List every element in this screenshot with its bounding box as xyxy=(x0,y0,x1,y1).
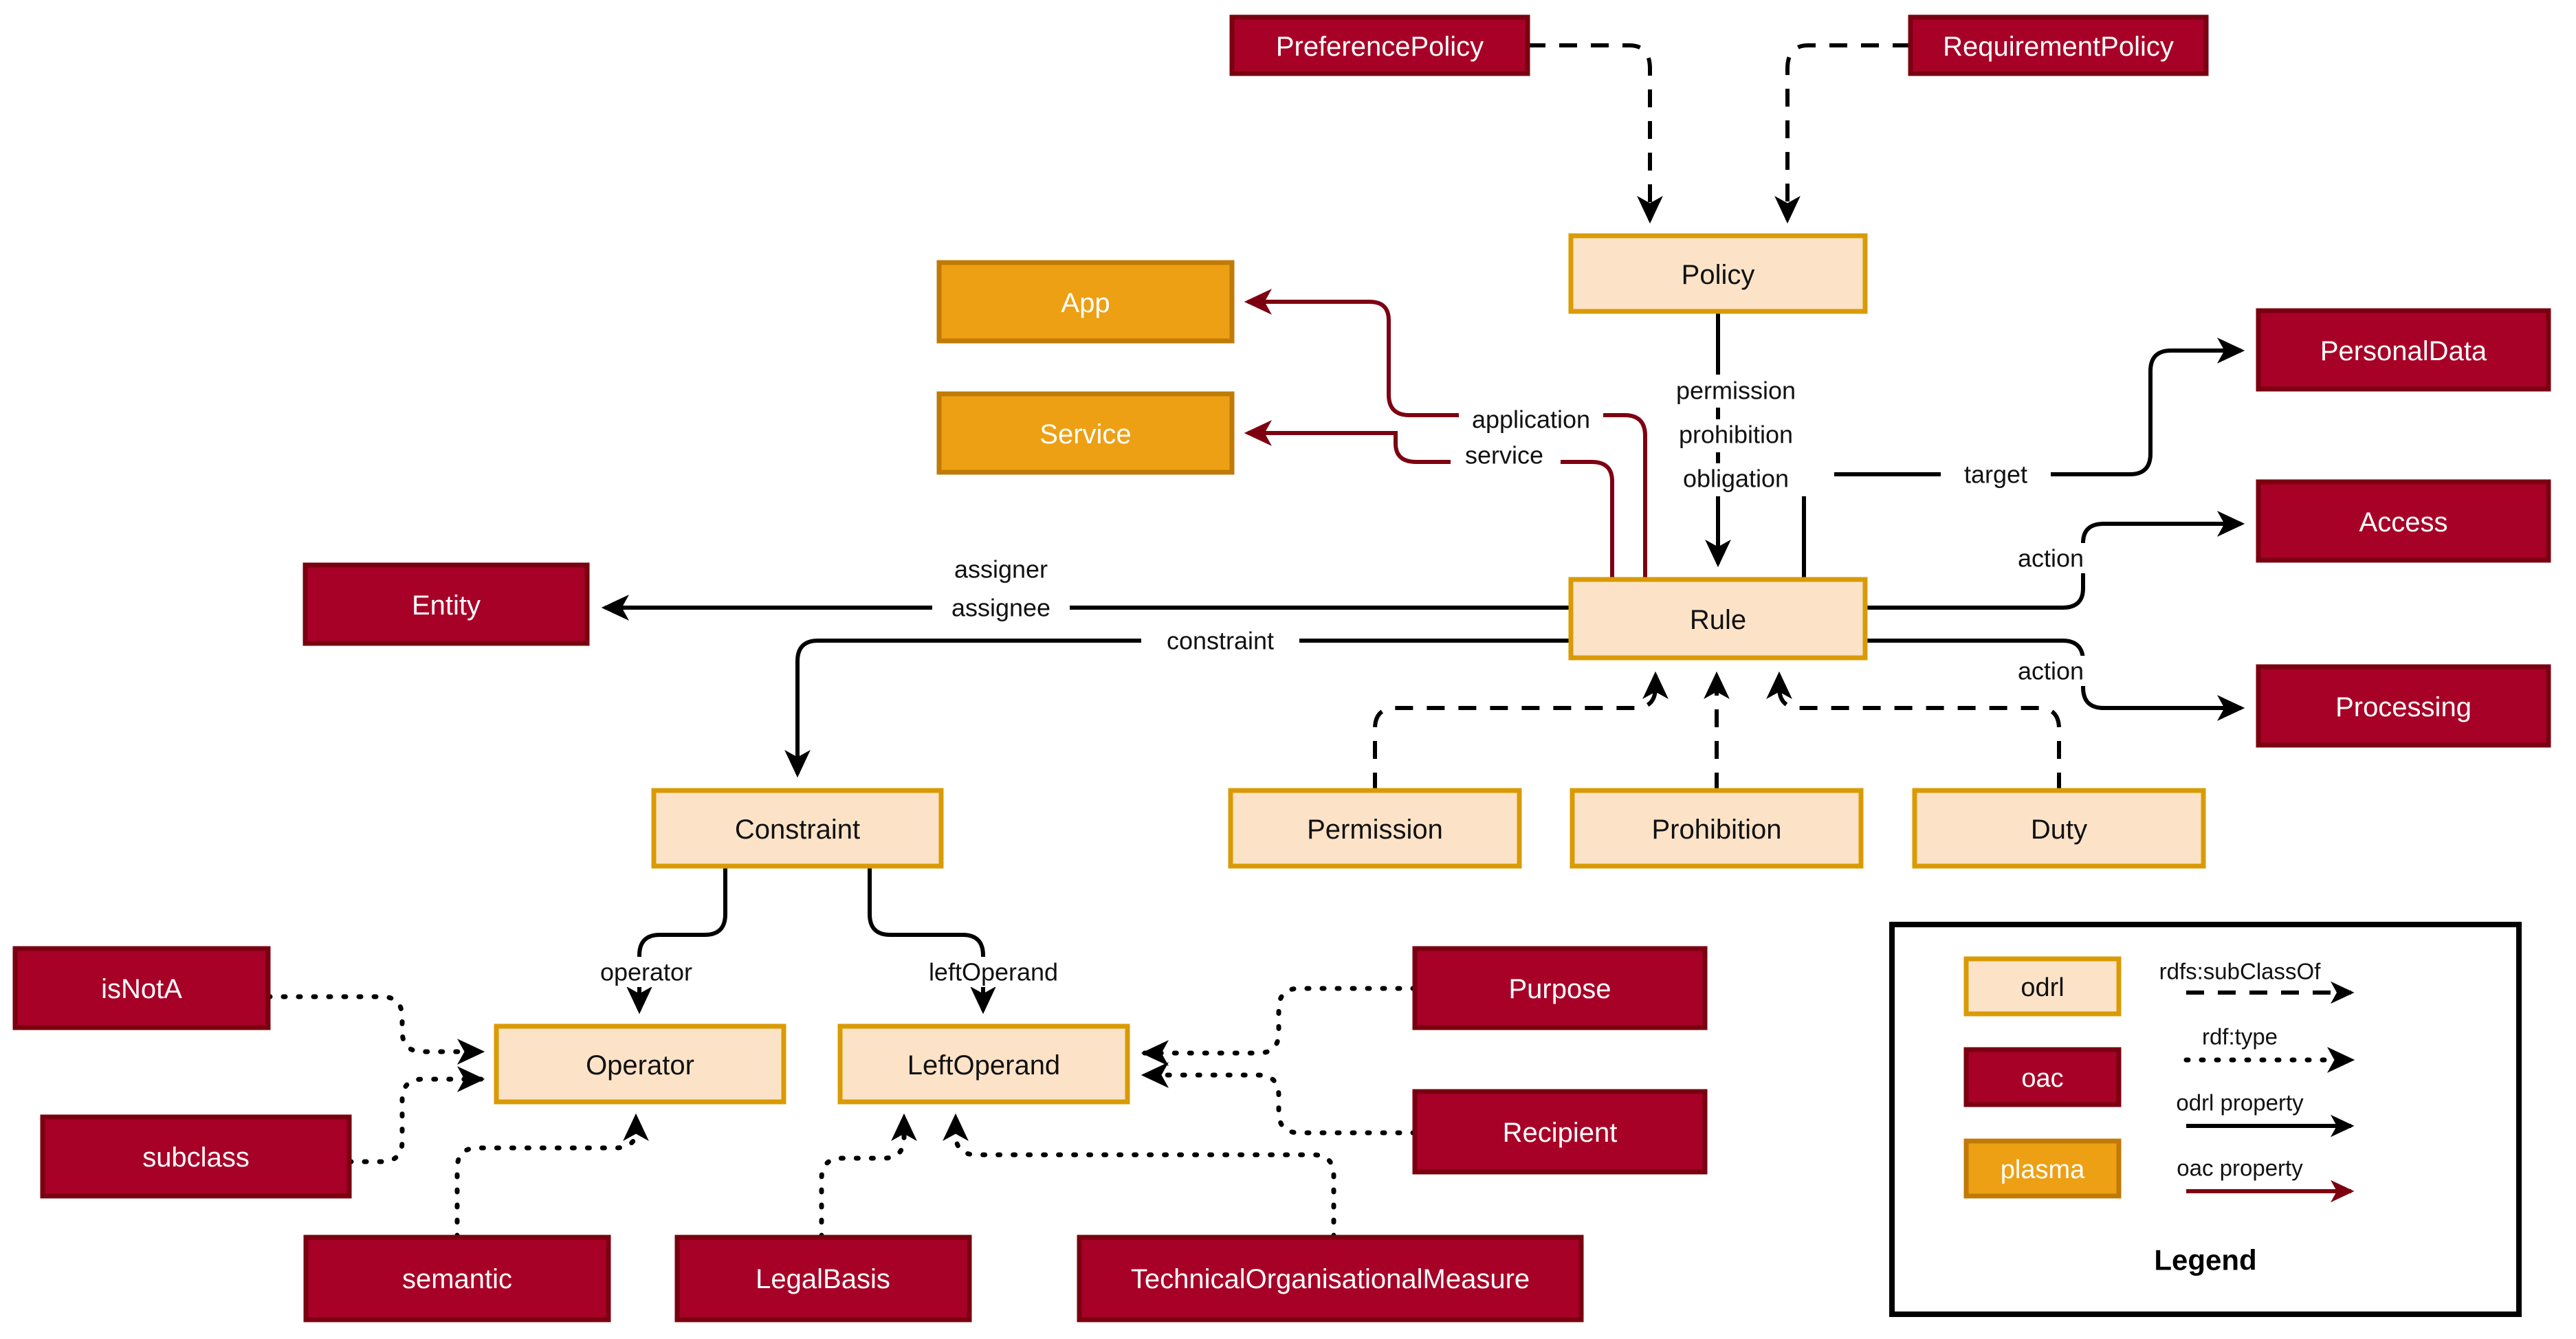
edge-label-obligation: obligation xyxy=(1683,465,1789,493)
node-duty[interactable]: Duty xyxy=(1912,788,2206,869)
node-prohibition[interactable]: Prohibition xyxy=(1570,788,1864,869)
edge-label-leftoperand: leftOperand xyxy=(929,958,1058,986)
node-label-purpose: Purpose xyxy=(1509,974,1611,1004)
edge-preferencepolicy-subclassof-policy xyxy=(1528,43,1663,224)
node-label-entity: Entity xyxy=(412,590,481,621)
edge-legalbasis-rdftype-leftoperand xyxy=(819,1113,917,1240)
node-permission[interactable]: Permission xyxy=(1228,788,1522,869)
node-label-preference-policy: PreferencePolicy xyxy=(1276,32,1484,62)
legend-arrow-rdfs-subclassof: rdfs:subClassOf xyxy=(2159,959,2355,1004)
legend-arrow-odrl-property: odrl property xyxy=(2176,1090,2355,1138)
node-label-constraint: Constraint xyxy=(735,815,860,845)
edge-tom-rdftype-leftoperand xyxy=(943,1113,1336,1240)
edge-duty-subclassof-rule xyxy=(1766,671,2061,790)
node-entity[interactable]: Entity xyxy=(302,562,590,646)
edge-rule-application-app xyxy=(1244,289,1647,579)
edge-label-assignee: assignee xyxy=(951,594,1050,622)
node-semantic[interactable]: semantic xyxy=(303,1235,611,1323)
node-isnota[interactable]: isNotA xyxy=(12,946,271,1030)
node-label-prohibition: Prohibition xyxy=(1651,815,1781,845)
node-label-processing: Processing xyxy=(2335,692,2472,722)
legend-swatch-odrl: odrl xyxy=(1963,956,2122,1017)
node-label-permission: Permission xyxy=(1307,815,1443,845)
edge-constraint-leftoperand-leftoperand xyxy=(868,866,996,1015)
node-label-access: Access xyxy=(2359,507,2448,538)
node-label-recipient: Recipient xyxy=(1503,1118,1618,1148)
node-access[interactable]: Access xyxy=(2256,479,2551,563)
node-label-rule: Rule xyxy=(1690,605,1746,635)
edge-label-action-processing: action xyxy=(2018,657,2084,685)
legend-arrow-label-rdfs-subclassof: rdfs:subClassOf xyxy=(2159,959,2322,984)
edge-semantic-rdftype-operator xyxy=(454,1113,649,1240)
edge-rule-service-service xyxy=(1244,420,1614,579)
node-label-technical-organisational-measure: TechnicalOrganisationalMeasure xyxy=(1131,1264,1530,1294)
node-label-requirement-policy: RequirementPolicy xyxy=(1943,32,2174,62)
node-requirement-policy[interactable]: RequirementPolicy xyxy=(1908,14,2209,76)
node-label-service: Service xyxy=(1039,419,1131,450)
edge-label-operator: operator xyxy=(600,958,692,986)
edge-label-layer: application service permission prohibiti… xyxy=(577,375,2108,987)
node-constraint[interactable]: Constraint xyxy=(651,788,944,869)
legend-swatch-oac: oac xyxy=(1963,1047,2122,1107)
edge-label-application: application xyxy=(1472,406,1590,434)
legend-title: Legend xyxy=(2154,1244,2256,1276)
node-app[interactable]: App xyxy=(936,260,1235,344)
edge-constraint-operator-operator xyxy=(626,866,727,1015)
node-operator[interactable]: Operator xyxy=(494,1023,786,1105)
node-processing[interactable]: Processing xyxy=(2256,664,2551,748)
node-personal-data[interactable]: PersonalData xyxy=(2256,308,2551,392)
edge-label-constraint: constraint xyxy=(1167,627,1274,655)
node-policy[interactable]: Policy xyxy=(1568,233,1868,314)
node-leftoperand[interactable]: LeftOperand xyxy=(837,1023,1130,1105)
edge-permission-subclassof-rule xyxy=(1373,671,1669,790)
edge-rule-constraint-constraint xyxy=(784,639,1571,778)
legend-label-oac: oac xyxy=(2021,1064,2063,1093)
node-label-legal-basis: LegalBasis xyxy=(756,1264,890,1294)
edge-isnota-rdftype-operator xyxy=(265,994,485,1065)
edge-label-action-access: action xyxy=(2018,544,2084,573)
edge-label-service: service xyxy=(1465,441,1543,469)
node-label-app: App xyxy=(1061,288,1110,318)
node-label-policy: Policy xyxy=(1682,260,1755,290)
node-label-operator: Operator xyxy=(586,1050,694,1081)
node-legal-basis[interactable]: LegalBasis xyxy=(674,1235,972,1323)
edge-purpose-rdftype-leftoperand xyxy=(1141,986,1418,1066)
edge-requirementpolicy-subclassof-policy xyxy=(1774,43,1911,224)
node-preference-policy[interactable]: PreferencePolicy xyxy=(1229,14,1530,76)
legend: odrl oac plasma rdfs:subClassOf rdf:type xyxy=(1889,922,2522,1317)
node-purpose[interactable]: Purpose xyxy=(1412,946,1708,1030)
legend-arrow-label-rdf-type: rdf:type xyxy=(2202,1024,2278,1050)
edge-subclass-rdftype-operator xyxy=(346,1066,485,1164)
legend-label-plasma: plasma xyxy=(2001,1155,2085,1184)
legend-arrow-label-odrl-property: odrl property xyxy=(2176,1090,2304,1116)
node-label-duty: Duty xyxy=(2031,815,2087,845)
node-label-subclass: subclass xyxy=(142,1142,250,1173)
node-subclass[interactable]: subclass xyxy=(40,1114,352,1199)
edge-label-assigner: assigner xyxy=(954,555,1048,584)
legend-arrow-rdf-type: rdf:type xyxy=(2183,1024,2355,1073)
legend-swatch-plasma: plasma xyxy=(1963,1138,2122,1199)
edge-label-target: target xyxy=(1964,461,2027,489)
node-label-personal-data: PersonalData xyxy=(2320,336,2487,366)
edge-recipient-rdftype-leftoperand xyxy=(1141,1062,1418,1136)
node-label-semantic: semantic xyxy=(402,1264,512,1294)
node-label-leftoperand: LeftOperand xyxy=(907,1050,1060,1081)
legend-arrow-oac-property: oac property xyxy=(2177,1155,2355,1203)
node-service[interactable]: Service xyxy=(936,391,1235,475)
node-rule[interactable]: Rule xyxy=(1568,577,1868,661)
node-recipient[interactable]: Recipient xyxy=(1412,1089,1708,1175)
edge-label-prohibition: prohibition xyxy=(1679,421,1793,449)
node-technical-organisational-measure[interactable]: TechnicalOrganisationalMeasure xyxy=(1077,1235,1584,1323)
legend-arrow-label-oac-property: oac property xyxy=(2177,1155,2303,1181)
node-label-isnota: isNotA xyxy=(101,974,182,1004)
edge-label-permission: permission xyxy=(1676,377,1796,405)
legend-label-odrl: odrl xyxy=(2021,973,2064,1002)
